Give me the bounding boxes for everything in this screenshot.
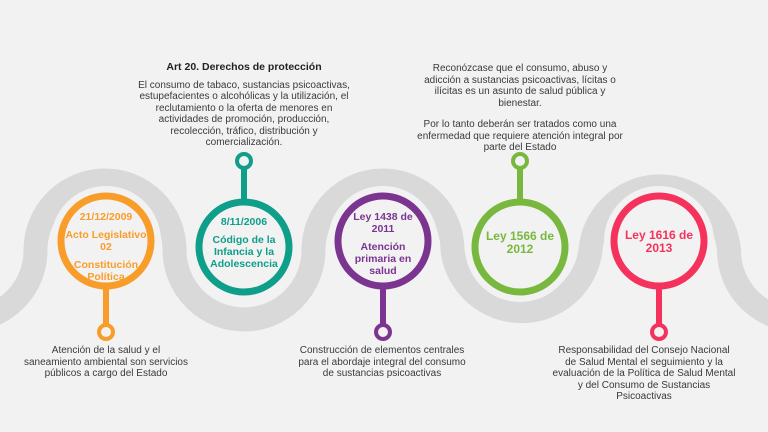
green-ring — [471, 198, 569, 296]
red-ring — [610, 192, 708, 290]
milestone-1-description: Atención de la salud y el saneamiento am… — [22, 345, 190, 380]
milestone-5-description: Responsabilidad del Consejo Nacional de … — [552, 345, 736, 403]
milestone-3-date: Ley 1438 de 2011 — [353, 211, 413, 235]
milestone-5-name: Ley 1616 de 2013 — [624, 228, 694, 255]
description-title: Art 20. Derechos de protección — [166, 61, 322, 73]
description-text: Construcción de elementos centrales para… — [298, 345, 466, 379]
milestone-3-name: Atención primaria en salud — [354, 241, 412, 277]
orange-ring — [57, 192, 155, 290]
red-dot — [650, 323, 668, 341]
milestone-3-label: Ley 1438 de 2011 Atención primaria en sa… — [346, 211, 420, 283]
milestone-4-name: Ley 1566 de 2012 — [485, 229, 555, 256]
teal-ring — [195, 198, 293, 296]
milestone-1-name: Acto Legislativo 02 — [65, 229, 147, 253]
milestone-2-description: Art 20. Derechos de protección El consum… — [138, 61, 350, 149]
description-text: El consumo de tabaco, sustancias psicoac… — [138, 79, 350, 149]
purple-dot — [374, 323, 392, 341]
milestone-2-date: 8/11/2006 — [220, 216, 268, 228]
orange-dot — [97, 323, 115, 341]
description-text: Responsabilidad del Consejo Nacional de … — [552, 345, 736, 402]
milestone-5-label: Ley 1616 de 2013 — [617, 229, 701, 261]
description-text: Atención de la salud y el saneamiento am… — [24, 345, 188, 379]
milestone-4-label: Ley 1566 de 2012 — [478, 230, 562, 262]
purple-ring — [334, 192, 432, 290]
green-dot — [511, 152, 529, 170]
milestone-2-name: Código de la Infancia y la Adolescencia — [210, 234, 278, 270]
teal-dot — [235, 152, 253, 170]
milestone-3-description: Construcción de elementos centrales para… — [298, 345, 466, 380]
milestone-1-label: 21/12/2009 Acto Legislativo 02 Constituc… — [64, 211, 148, 289]
description-text-2: Por lo tanto deberán ser tratados como u… — [417, 119, 623, 153]
milestone-1-date: 21/12/2009 — [79, 211, 133, 223]
milestone-4-description: Reconózcase que el consumo, abuso y adic… — [415, 63, 625, 154]
milestone-2-label: 8/11/2006 Código de la Infancia y la Ado… — [202, 216, 286, 276]
description-text: Reconózcase que el consumo, abuso y adic… — [424, 63, 616, 109]
milestone-1-sub: Constitución Política — [73, 259, 139, 283]
